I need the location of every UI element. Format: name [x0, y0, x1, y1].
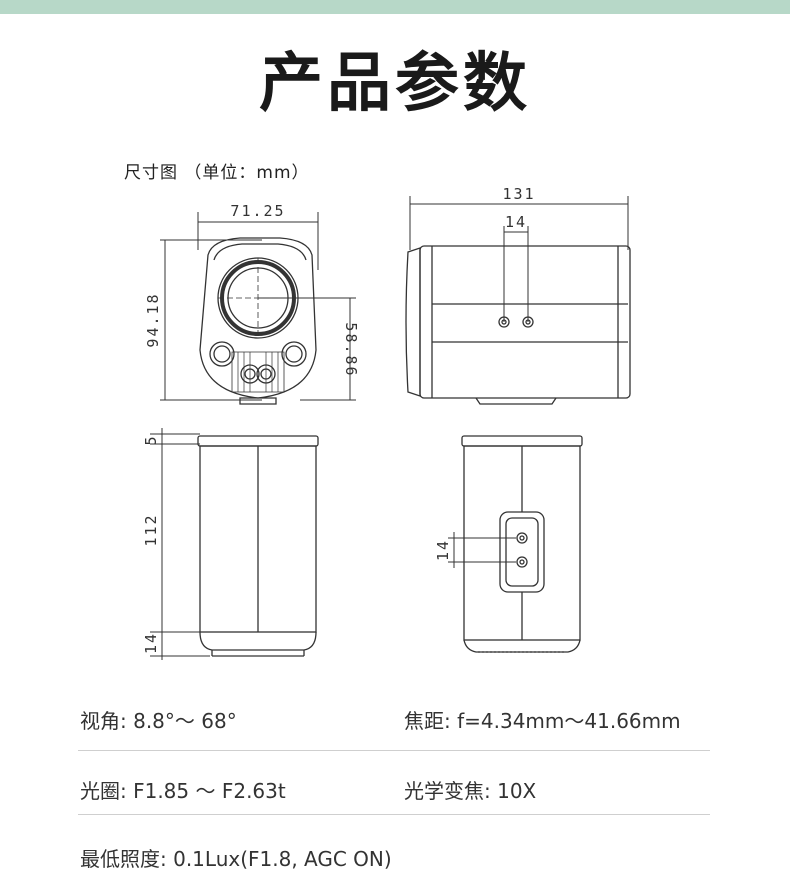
- spec-divider-2: [78, 814, 710, 815]
- dim-offset-label: 58.86: [342, 322, 360, 377]
- bottom-view: 14: [434, 435, 583, 653]
- spec-min-illumination: 最低照度: 0.1Lux(F1.8, AGC ON): [80, 847, 392, 871]
- dim-length-label: 131: [502, 185, 535, 203]
- dim-top-margin-label: 5: [142, 434, 160, 445]
- spec-view-angle: 视角: 8.8°～ 68°: [80, 709, 237, 733]
- front-view: 71.25 94.18 58.86: [144, 202, 360, 405]
- dim-body-label: 112: [142, 513, 160, 546]
- spec-divider-1: [78, 750, 710, 751]
- top-accent-bar: [0, 0, 790, 14]
- dim-bottom-margin-label: 14: [142, 632, 160, 654]
- side-view: 131 14: [405, 185, 631, 405]
- dim-holes-bottom-label: 14: [434, 539, 452, 561]
- dim-height-label: 94.18: [144, 292, 162, 347]
- page-title: 产品参数: [259, 47, 531, 121]
- spec-aperture: 光圈: F1.85 ～ F2.63t: [80, 779, 286, 803]
- drawing-caption: 尺寸图 （单位：mm）: [124, 163, 310, 183]
- spec-focal-length: 焦距: f=4.34mm～41.66mm: [404, 709, 681, 733]
- dim-holes-side-label: 14: [505, 213, 527, 231]
- spec-optical-zoom: 光学变焦: 10X: [404, 779, 537, 803]
- dim-width-label: 71.25: [230, 202, 285, 220]
- dimension-drawing: 71.25 94.18 58.86: [142, 185, 631, 660]
- top-view: 5 112 14: [142, 428, 319, 660]
